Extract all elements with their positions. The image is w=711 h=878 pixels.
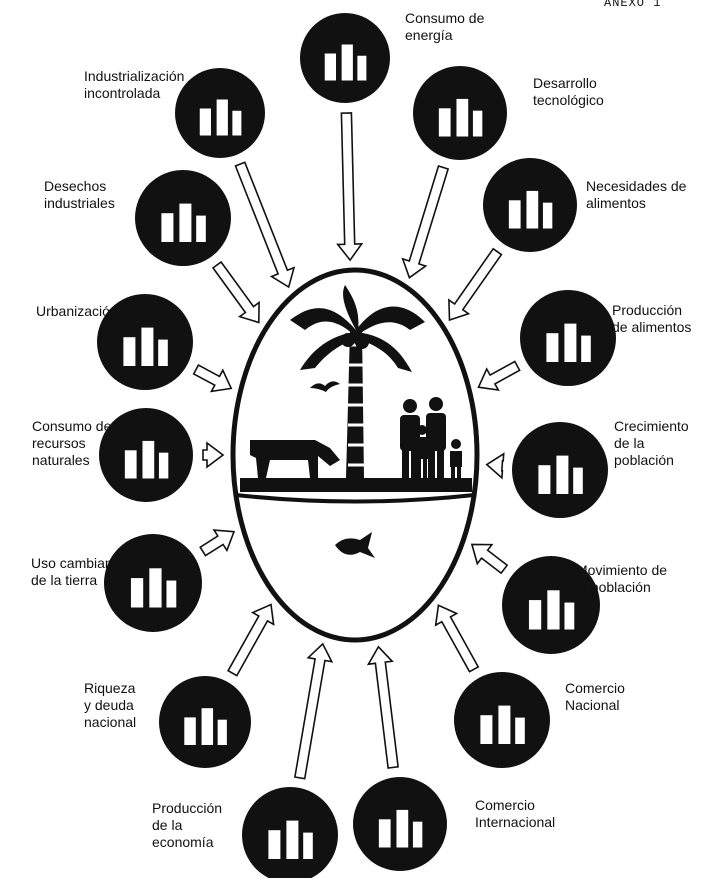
arrows-person-icon bbox=[528, 590, 575, 630]
cow-icon bbox=[250, 440, 340, 478]
node-desarrollo bbox=[413, 66, 507, 160]
crane-icon bbox=[378, 809, 423, 848]
node-comercio_internacional bbox=[353, 777, 447, 871]
tree-stump-icon bbox=[124, 440, 169, 479]
market-stall-icon bbox=[480, 705, 525, 744]
node-riqueza bbox=[159, 676, 251, 768]
node-urbanizacion bbox=[97, 294, 193, 390]
dump-truck-icon bbox=[161, 203, 206, 242]
arrow-riqueza bbox=[227, 603, 275, 677]
arrow-comercio_nacional bbox=[434, 604, 480, 673]
node-produccion_economia bbox=[242, 787, 338, 878]
node-desechos bbox=[135, 170, 231, 266]
coins-icon bbox=[184, 708, 227, 745]
arrow-urbanizacion bbox=[192, 364, 233, 393]
family-icon bbox=[538, 455, 583, 494]
arrow-comercio_internacional bbox=[366, 645, 399, 769]
arrow-industrializacion bbox=[234, 161, 296, 289]
label-urbanizacion: Urbanización bbox=[36, 303, 118, 319]
arrow-uso_tierra bbox=[199, 529, 236, 557]
bird-icon bbox=[310, 381, 340, 392]
arrow-necesidades bbox=[448, 247, 503, 322]
palm-tree-icon bbox=[290, 285, 425, 478]
node-produccion_alimentos bbox=[520, 290, 616, 386]
arrow-desechos bbox=[211, 260, 260, 324]
furrows-icon bbox=[130, 568, 177, 608]
tractor-icon bbox=[438, 98, 483, 137]
node-necesidades bbox=[483, 158, 577, 252]
node-industrializacion bbox=[175, 68, 265, 158]
node-recursos bbox=[99, 408, 193, 502]
annex-label: ANEXO 1 bbox=[604, 0, 662, 10]
node-comercio_nacional bbox=[454, 672, 550, 768]
arrow-recursos bbox=[202, 441, 225, 469]
node-energia bbox=[300, 13, 390, 103]
mother-child-icon bbox=[508, 190, 553, 229]
arrow-energia bbox=[336, 112, 364, 262]
node-crecimiento bbox=[512, 422, 608, 518]
cooling-tower-icon bbox=[324, 44, 367, 81]
fish-icon bbox=[335, 532, 375, 558]
factory-icon bbox=[199, 99, 242, 136]
arrow-crecimiento bbox=[485, 452, 505, 480]
central-ecosystem-oval bbox=[230, 267, 480, 643]
sack-icon bbox=[268, 820, 313, 859]
arrow-produccion_alimentos bbox=[477, 360, 521, 392]
arrow-movimiento bbox=[470, 543, 509, 575]
family-icon bbox=[400, 397, 462, 478]
city-blocks-icon bbox=[123, 327, 168, 366]
arrow-produccion_economia bbox=[293, 642, 334, 780]
node-movimiento bbox=[502, 556, 600, 654]
arrow-desarrollo bbox=[401, 164, 450, 279]
node-uso_tierra bbox=[104, 534, 202, 632]
palm-icon bbox=[546, 323, 591, 362]
